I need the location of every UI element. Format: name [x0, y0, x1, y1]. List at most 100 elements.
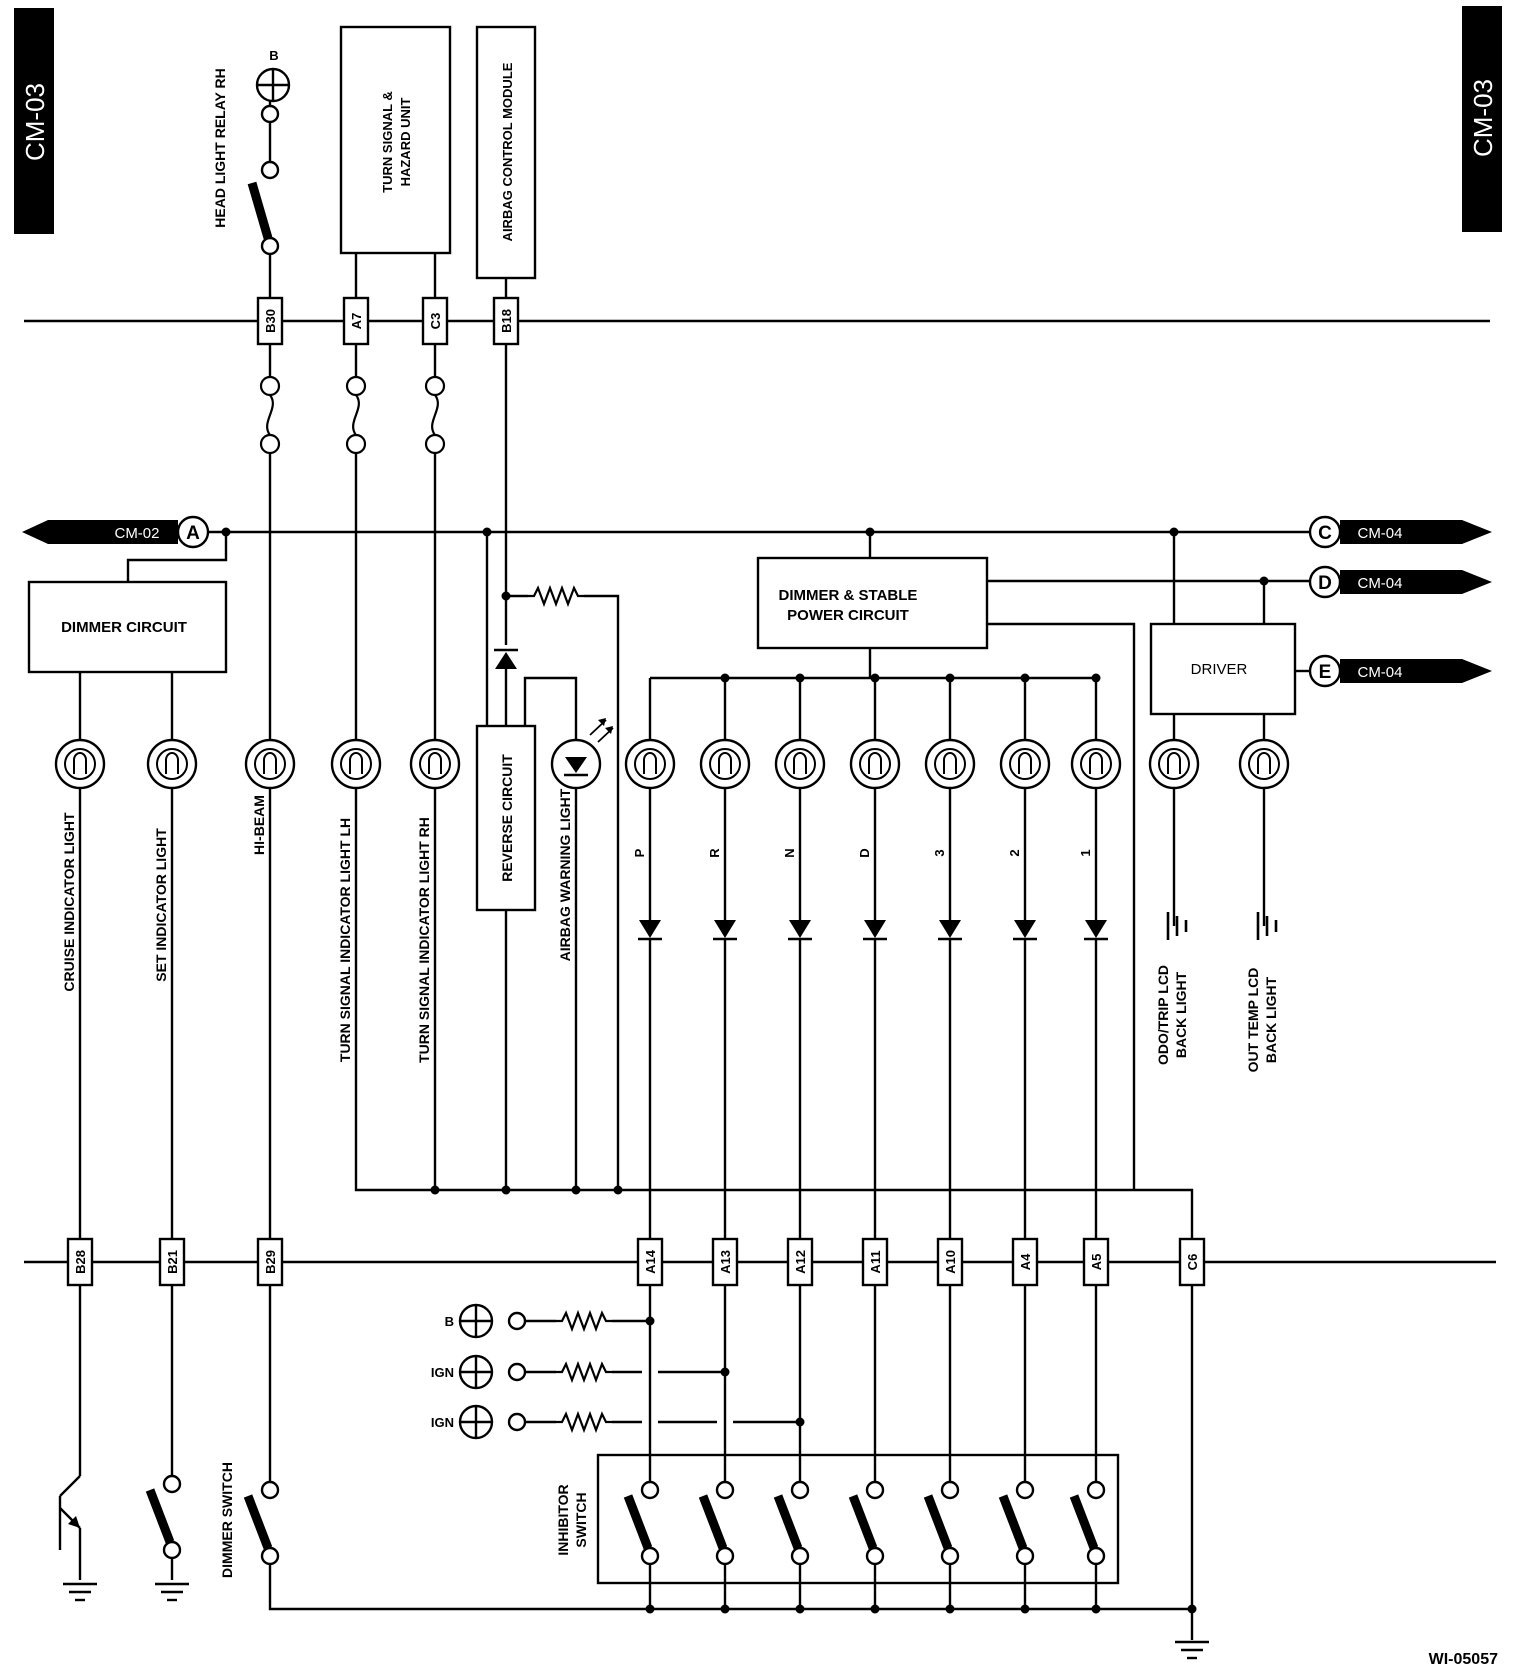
airbag-module-label: AIRBAG CONTROL MODULE	[500, 62, 515, 241]
offpage-d: D CM-04	[1308, 565, 1492, 599]
ground-cruise-icon	[61, 1582, 99, 1602]
resistor-ign2-icon	[554, 1412, 614, 1432]
inhibitor-contacts	[623, 1286, 1106, 1614]
gear-indicators: P R N D 3 2 1	[624, 673, 1122, 1238]
connector-top-1: A7	[342, 296, 370, 346]
connector-label: B21	[165, 1250, 180, 1274]
head-light-relay-label: HEAD LIGHT RELAY RH	[212, 68, 228, 227]
connector-label: B28	[73, 1250, 88, 1274]
connector-bot-2: B29	[256, 1237, 284, 1287]
offpage-e: E CM-04	[1308, 654, 1492, 688]
dimmer-stable-block: DIMMER & STABLE POWER CIRCUIT	[756, 532, 1310, 1190]
gear-diode-icon	[861, 918, 889, 941]
offpage-c: C CM-04	[1308, 515, 1492, 549]
odo-backlight-label-1: ODO/TRIP LCD	[1155, 965, 1171, 1065]
power-source-label-3: IGN	[431, 1415, 454, 1430]
ground-temp-icon	[1256, 910, 1278, 942]
airbag-resistor-icon	[526, 586, 586, 606]
fuse-turn-lh	[345, 375, 367, 455]
connector-label: A7	[349, 313, 364, 330]
gear-column-0: P	[624, 678, 676, 1238]
resistor-ign1-icon	[554, 1362, 614, 1382]
gear-label: 1	[1078, 849, 1093, 856]
inhibitor-label-2: SWITCH	[573, 1492, 589, 1547]
gear-label: R	[707, 848, 722, 858]
odo-backlight-label-2: BACK LIGHT	[1173, 971, 1189, 1058]
cruise-indicator-bulb	[54, 738, 106, 790]
gear-label: P	[632, 848, 647, 857]
gear-diode-icon	[1082, 918, 1110, 941]
connector-label: A14	[643, 1249, 658, 1274]
connector-top-2: C3	[421, 296, 449, 346]
gear-label: N	[782, 848, 797, 857]
inhibitor-contact-5	[998, 1286, 1035, 1614]
offpage-e-ref: CM-04	[1357, 664, 1402, 681]
driver-label: DRIVER	[1191, 661, 1248, 678]
offpage-a-letter: A	[186, 523, 200, 544]
gear-diode-icon	[786, 918, 814, 941]
dimmer-switch-label: DIMMER SWITCH	[219, 1462, 235, 1578]
ground-odo-icon	[1166, 910, 1188, 942]
gear-bulb	[699, 738, 751, 790]
gear-diode-icon	[636, 918, 664, 941]
inhibitor-contact-2	[773, 1286, 810, 1614]
connector-bot-8: A4	[1011, 1237, 1039, 1287]
connector-label: A10	[943, 1250, 958, 1274]
connector-label: A13	[718, 1250, 733, 1274]
gear-column-5: 2	[999, 673, 1051, 1238]
connector-bot-3: A14	[636, 1237, 664, 1287]
dimmer-stable-label-2: POWER CIRCUIT	[787, 607, 909, 624]
ground-main-icon	[1173, 1640, 1211, 1660]
cruise-indicator-label: CRUISE INDICATOR LIGHT	[61, 812, 77, 992]
gear-diode-icon	[1011, 918, 1039, 941]
offpage-c-letter: C	[1318, 523, 1332, 544]
connector-bot-5: A12	[786, 1237, 814, 1287]
reverse-circuit-label: REVERSE CIRCUIT	[499, 754, 515, 882]
turn-rh-bulb	[409, 738, 461, 790]
connector-label: B30	[263, 309, 278, 333]
inhibitor-contact-4	[923, 1286, 960, 1614]
ground-set-icon	[153, 1582, 191, 1602]
connector-bot-9: A5	[1082, 1237, 1110, 1287]
connector-label: A4	[1018, 1253, 1033, 1270]
tab-right-label: CM-03	[1468, 79, 1498, 157]
top-connectors: B30 A7 C3 B18	[256, 296, 520, 346]
turn-lh-bulb	[330, 738, 382, 790]
turn-rh-label: TURN SIGNAL INDICATOR LIGHT RH	[416, 817, 432, 1063]
gear-column-1: R	[699, 673, 751, 1238]
driver-block: DRIVER	[1149, 532, 1310, 740]
connector-label: C3	[428, 313, 443, 330]
battery-label-top: B	[269, 48, 278, 63]
connector-label: A11	[868, 1250, 883, 1273]
gear-column-3: D	[849, 673, 901, 1238]
gear-label: 3	[932, 849, 947, 856]
inhibitor-label-1: INHIBITOR	[555, 1484, 571, 1555]
gear-bulb	[999, 738, 1051, 790]
turn-signal-hazard-unit: TURN SIGNAL & HAZARD UNIT	[339, 25, 452, 298]
power-plus-icon-3	[458, 1404, 494, 1440]
offpage-d-letter: D	[1318, 573, 1332, 594]
gear-bulb	[849, 738, 901, 790]
dimmer-circuit-block: DIMMER CIRCUIT	[27, 532, 228, 674]
fuse-turn-rh	[424, 375, 446, 455]
dimmer-stable-label-1: DIMMER & STABLE	[779, 587, 918, 604]
connector-bot-4: A13	[711, 1237, 739, 1287]
gear-bulb	[774, 738, 826, 790]
gear-column-6: 1	[1070, 673, 1122, 1238]
offpage-d-ref: CM-04	[1357, 575, 1402, 592]
connector-label: A5	[1089, 1254, 1104, 1271]
diagram-id: WI-05057	[1429, 1651, 1498, 1668]
set-switch	[145, 1286, 191, 1602]
tab-left-label: CM-03	[20, 83, 50, 161]
connector-bot-1: B21	[158, 1237, 186, 1287]
odo-backlight-bulb	[1148, 738, 1200, 790]
gear-diode-icon	[711, 918, 739, 941]
offpage-e-letter: E	[1319, 662, 1332, 683]
tab-right: CM-03	[1462, 6, 1502, 232]
power-source-label-1: B	[445, 1314, 454, 1329]
connector-label: B18	[499, 309, 514, 333]
hibeam-label: HI-BEAM	[251, 795, 267, 855]
connector-bot-0: B28	[66, 1237, 94, 1287]
relay-contact	[247, 181, 273, 240]
